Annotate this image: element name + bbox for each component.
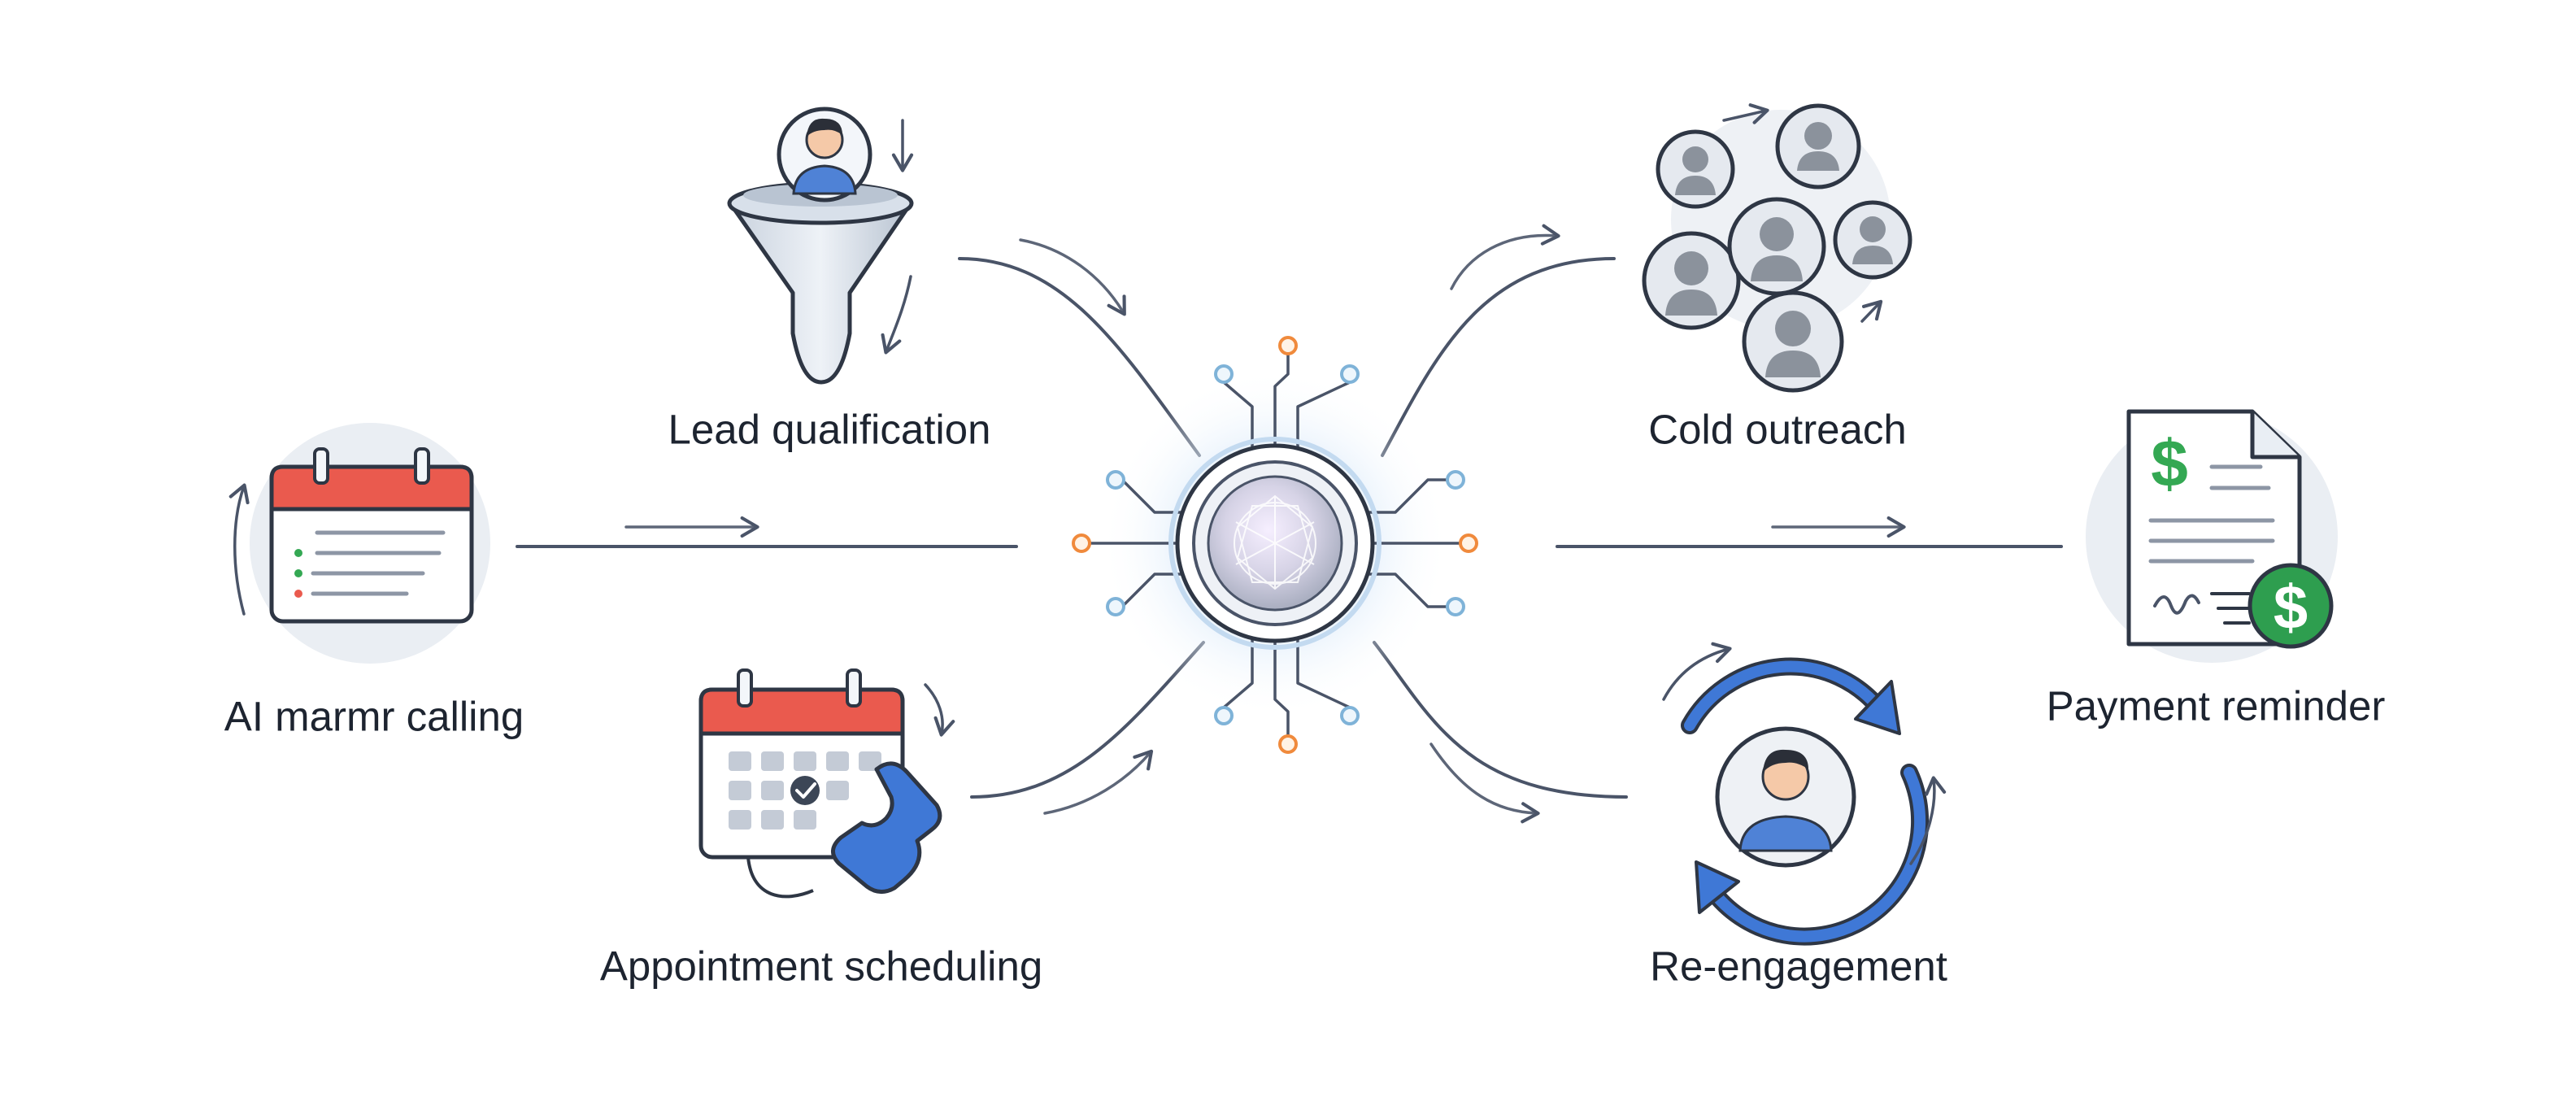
label-cold-outreach: Cold outreach — [1648, 406, 1907, 452]
label-re-engagement: Re-engagement — [1650, 943, 1947, 989]
calendar-list-icon — [228, 423, 490, 664]
invoice-dollar-icon: $ $ — [2086, 409, 2338, 663]
connector-re-engagement — [1373, 641, 1628, 799]
calendar-phone-icon — [698, 668, 955, 899]
connector-cold-outreach — [1381, 257, 1616, 457]
flow-arrow — [1019, 238, 1126, 316]
flow-arrow — [1450, 224, 1560, 290]
flow-arrow — [1429, 742, 1540, 824]
funnel-person-icon — [727, 107, 914, 385]
svg-text:$: $ — [2274, 573, 2308, 642]
label-ai-calling: AI marmr calling — [224, 693, 524, 739]
label-payment-reminder: Payment reminder — [2047, 682, 2386, 729]
person-refresh-icon — [1662, 642, 1947, 946]
ai-core-icon — [1072, 336, 1478, 754]
svg-text:$: $ — [2151, 427, 2188, 501]
label-appointment-scheduling: Appointment scheduling — [600, 943, 1042, 989]
flow-arrows — [624, 224, 1906, 824]
label-lead-qualification: Lead qualification — [668, 406, 991, 452]
people-network-icon — [1642, 103, 1912, 393]
flow-arrow — [1043, 749, 1154, 815]
